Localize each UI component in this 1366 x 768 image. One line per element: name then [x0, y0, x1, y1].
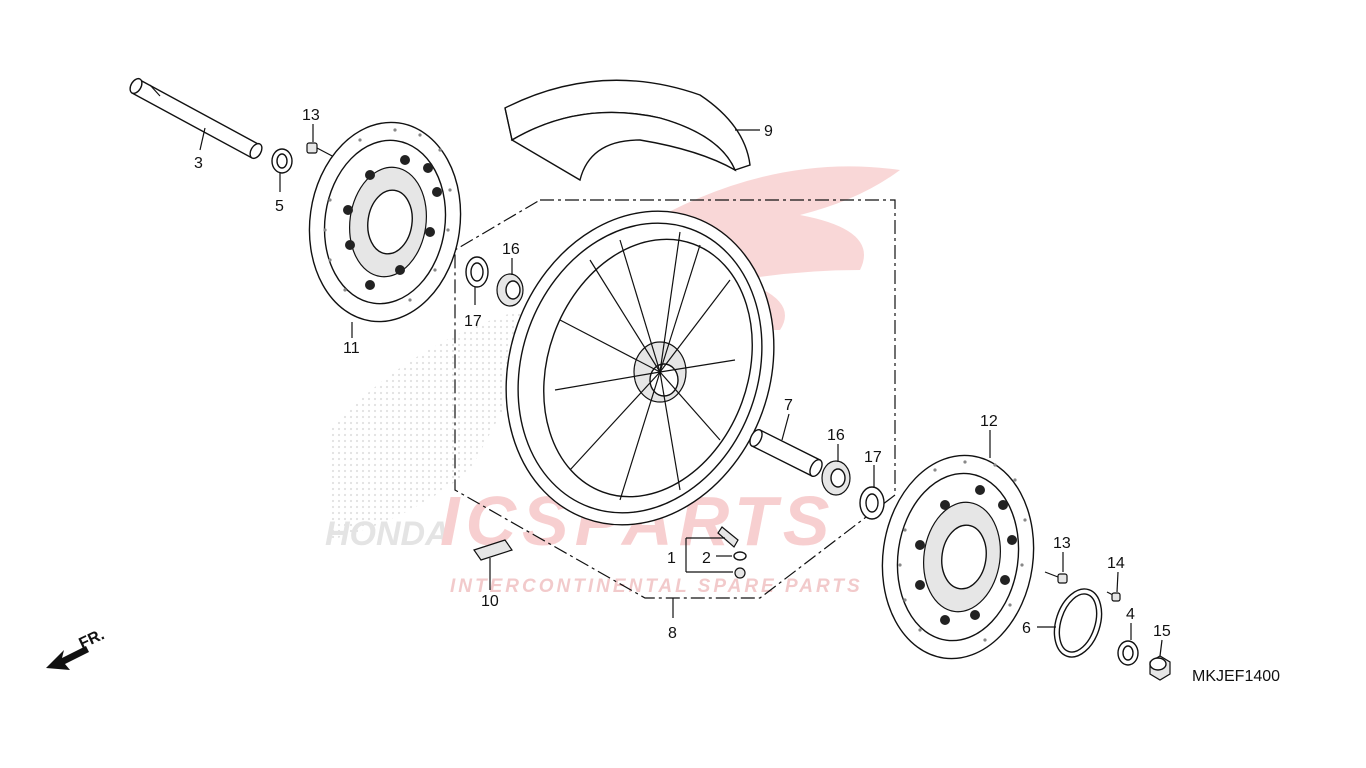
watermark-maker: HONDA [325, 515, 450, 553]
callout-16a: 16 [502, 241, 520, 258]
watermark-wing-dots [330, 300, 560, 540]
collar-right [1117, 640, 1139, 666]
callout-4: 4 [1126, 606, 1135, 623]
callout-6: 6 [1022, 620, 1031, 637]
callout-9: 9 [764, 123, 773, 140]
brake-disk-right [881, 454, 1035, 660]
disk-bolt-right [1044, 571, 1068, 584]
callout-10: 10 [481, 593, 499, 610]
callout-13a: 13 [302, 107, 320, 124]
leader-7 [781, 413, 790, 441]
callout-13b: 13 [1053, 535, 1071, 552]
wheel-assembly-outline [454, 199, 896, 599]
oil-seal-left [465, 256, 489, 288]
callout-7: 7 [784, 397, 793, 414]
bearing-right [821, 460, 851, 496]
leader-15 [1159, 639, 1163, 657]
disk-bolt-left [306, 142, 337, 159]
callout-5: 5 [275, 198, 284, 215]
balance-weight [473, 539, 513, 561]
pulser-bolt [1106, 591, 1121, 602]
wheel-rim [505, 210, 775, 526]
direction-arrow-icon: FR. [46, 626, 107, 670]
diagram-code: MKJEF1400 [1192, 668, 1280, 685]
axle-bolt [1149, 655, 1171, 681]
callout-3: 3 [194, 155, 203, 172]
callout-15: 15 [1153, 623, 1171, 640]
bearing-left [496, 273, 524, 307]
callout-17b: 17 [864, 449, 882, 466]
distance-collar [749, 428, 823, 478]
collar-left [271, 148, 293, 174]
callout-14: 14 [1107, 555, 1125, 572]
valve-stem [717, 526, 747, 579]
leader-14 [1116, 571, 1119, 593]
leader-1-2 [685, 537, 733, 573]
tire [504, 79, 751, 182]
callout-11: 11 [343, 340, 360, 357]
oil-seal-right [859, 486, 885, 520]
pulser-ring [1053, 588, 1103, 658]
callout-17a: 17 [464, 313, 482, 330]
callout-2: 2 [702, 550, 711, 567]
callout-12: 12 [980, 413, 998, 430]
brake-disk-left [308, 121, 462, 323]
leader-3 [199, 127, 206, 151]
callout-16b: 16 [827, 427, 845, 444]
callout-labels: 1 2 3 4 5 6 7 8 9 10 11 12 13 13 14 15 1… [194, 107, 1171, 642]
callout-8: 8 [668, 625, 677, 642]
callout-1: 1 [667, 550, 676, 567]
direction-label: FR. [77, 626, 108, 652]
watermark-tagline: INTERCONTINENTAL SPARE PARTS [450, 576, 863, 597]
axle [129, 77, 263, 160]
